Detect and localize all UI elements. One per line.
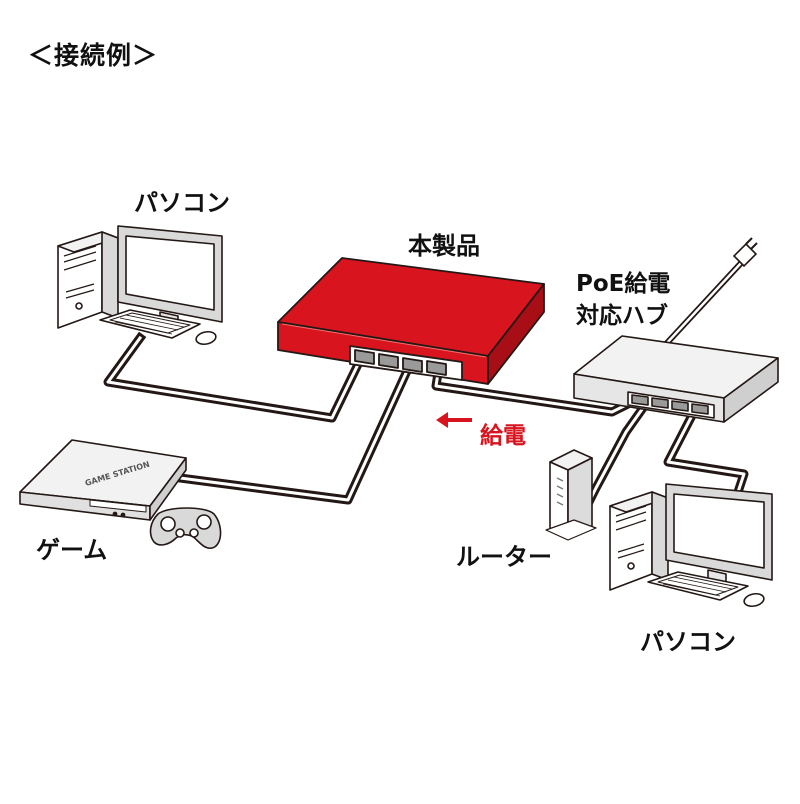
cable-pc-to-product xyxy=(103,331,371,423)
label-product: 本製品 xyxy=(408,232,480,260)
pc-left-mouse xyxy=(195,330,217,346)
label-power-feed: 給電 xyxy=(480,423,526,449)
label-poe-hub-line1: PoE給電 xyxy=(576,271,671,297)
label-poe-hub: PoE給電 対応ハブ xyxy=(576,268,670,332)
label-poe-hub-line2: 対応ハブ xyxy=(576,303,668,329)
page-title: ＜接続例＞ xyxy=(28,41,159,70)
product-ports xyxy=(349,345,463,381)
pc-right xyxy=(609,483,773,608)
pc-left xyxy=(57,225,223,346)
pc-right-mouse xyxy=(743,592,765,608)
label-game: ゲーム xyxy=(36,536,108,564)
cable-game-to-product xyxy=(174,354,418,505)
cable-hub-to-pc-right xyxy=(663,393,749,498)
label-router: ルーター xyxy=(456,543,552,571)
console-side xyxy=(149,457,187,521)
cable-hub-to-router xyxy=(583,391,657,507)
product-switch xyxy=(277,257,545,385)
poe-hub-side xyxy=(723,357,779,423)
router xyxy=(545,449,597,541)
gamepad-icon xyxy=(149,507,222,550)
hub-power-cord xyxy=(661,257,747,349)
power-arrow-icon xyxy=(436,412,472,428)
product-side xyxy=(487,283,545,385)
poe-hub xyxy=(573,335,779,423)
power-plug-icon xyxy=(732,237,758,268)
label-pc-left: パソコン xyxy=(134,189,230,217)
poe-hub-ports xyxy=(627,391,715,419)
game-console: GAME STATION xyxy=(19,439,187,521)
label-pc-right: パソコン xyxy=(640,628,736,656)
